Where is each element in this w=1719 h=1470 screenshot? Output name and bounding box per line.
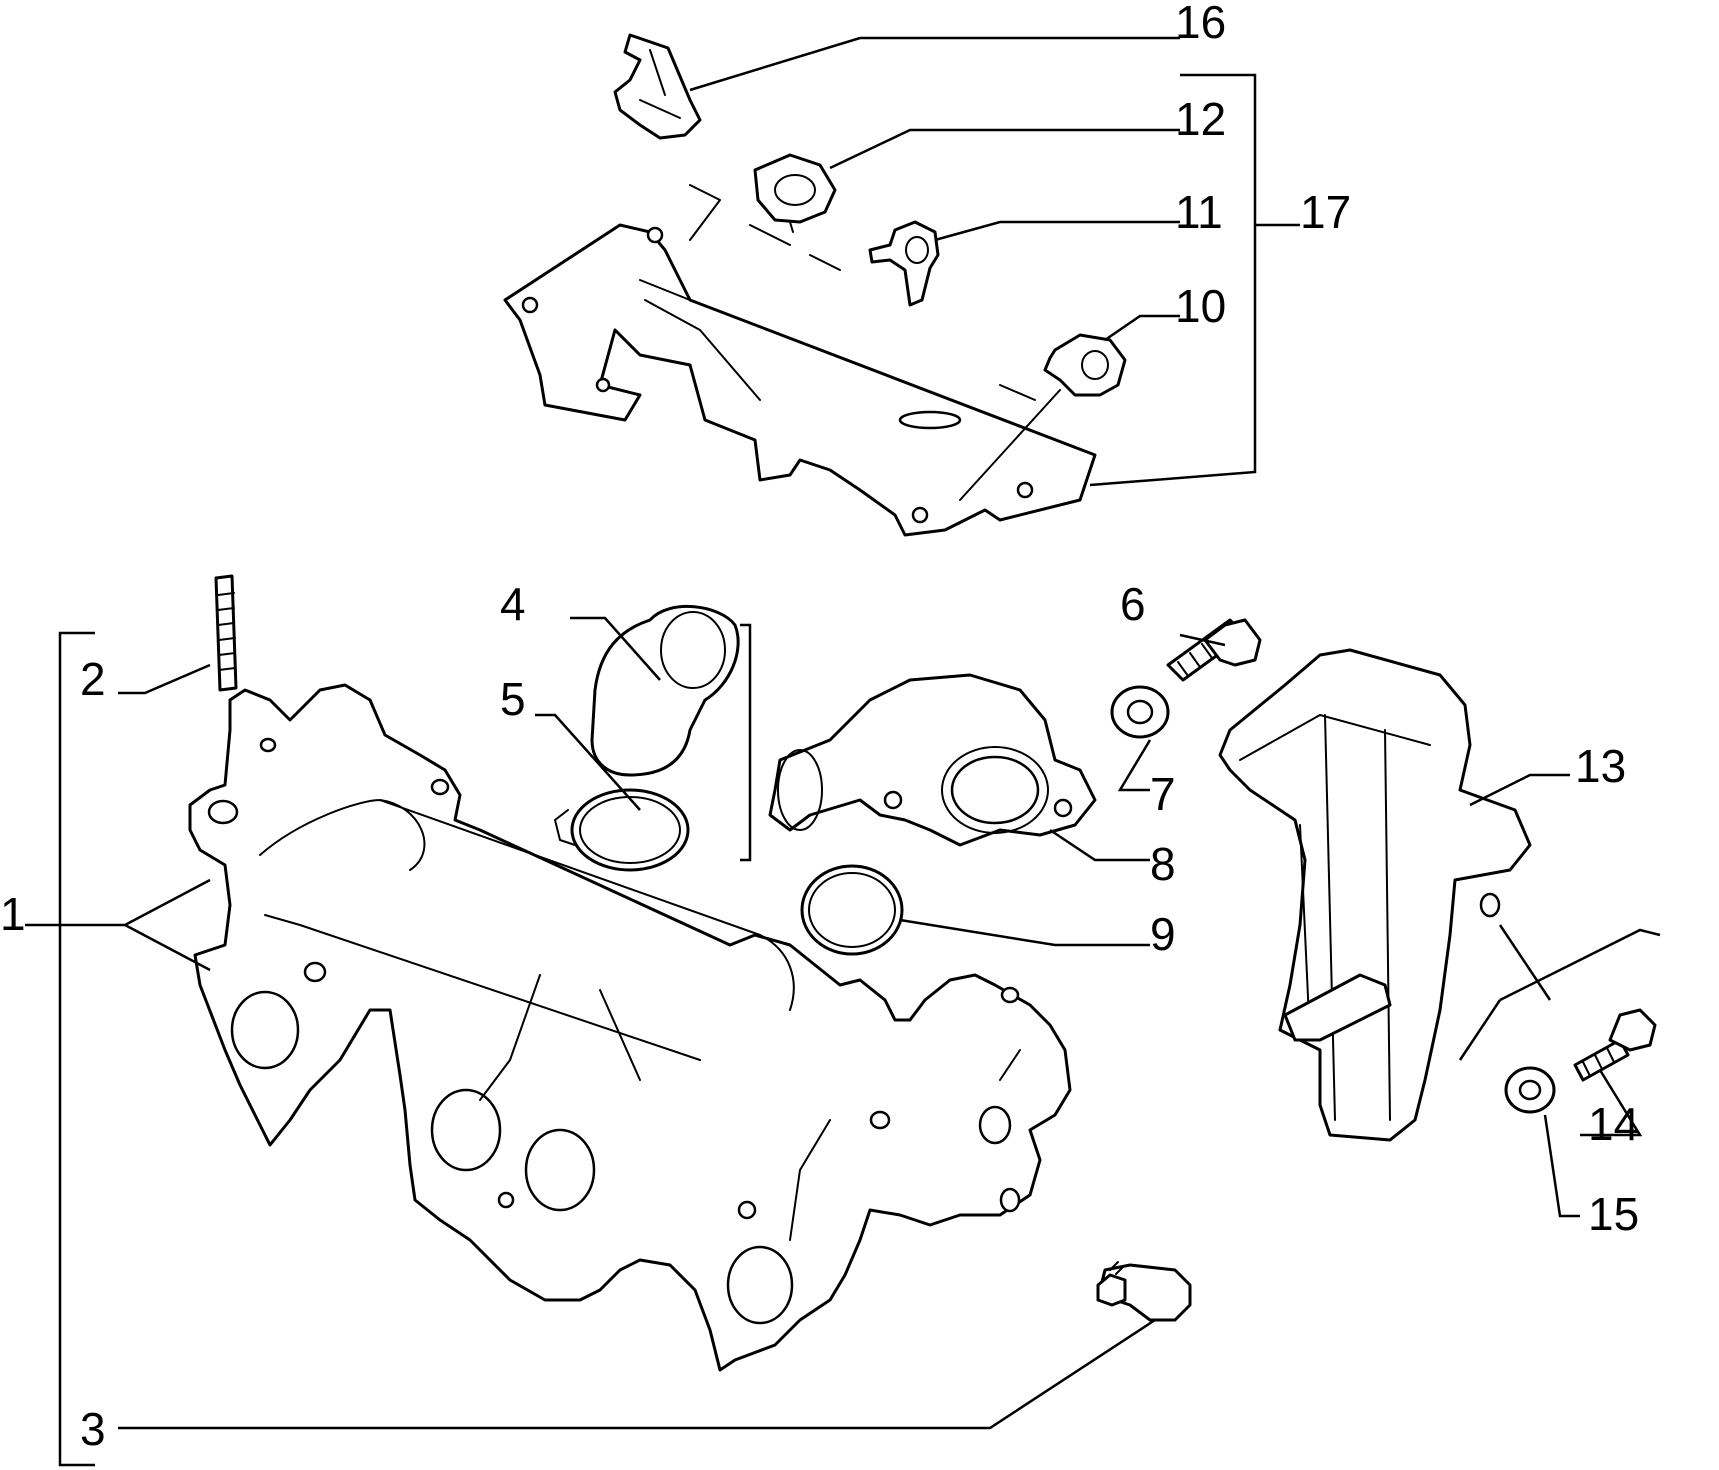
o-ring-9: [800, 864, 904, 956]
clip-12: [753, 153, 837, 233]
clip-10: [1043, 333, 1127, 397]
callout-14: 14: [1588, 1098, 1639, 1150]
thermostat-housing-8: [768, 673, 1097, 847]
callout-8: 8: [1150, 838, 1176, 890]
callout-12: 12: [1175, 93, 1226, 145]
hose-4: [590, 604, 740, 777]
washer-7: [1110, 685, 1170, 739]
intake-manifold: [188, 683, 1072, 1372]
callout-15: 15: [1588, 1188, 1639, 1240]
callout-2: 2: [80, 653, 106, 705]
callout-11: 11: [1175, 186, 1223, 238]
callout-3: 3: [80, 1403, 106, 1455]
stud-2: [214, 574, 238, 692]
callout-17: 17: [1300, 186, 1351, 238]
clamp-5: [554, 788, 690, 872]
callout-7: 7: [1150, 768, 1176, 820]
callout-9: 9: [1150, 908, 1176, 960]
fitting-3: [1096, 1261, 1192, 1322]
leader-lines: [25, 36, 1661, 1467]
callout-10: 10: [1175, 280, 1226, 332]
clip-11: [868, 220, 940, 307]
heat-shield-13: [1218, 648, 1532, 1142]
callout-4: 4: [500, 578, 526, 630]
callout-1: 1: [0, 888, 26, 940]
clip-16: [613, 33, 702, 140]
callout-6: 6: [1120, 578, 1146, 630]
bolt-14: [1573, 1008, 1657, 1082]
washer-15: [1504, 1066, 1556, 1114]
callout-5: 5: [500, 673, 526, 725]
callout-13: 13: [1575, 740, 1626, 792]
callout-16: 16: [1175, 0, 1226, 48]
support-bracket: [503, 184, 1097, 537]
bolt-6: [1166, 618, 1262, 682]
callout-labels: 1 2 3 4 5 6 7 8 9 10 11 12 13 14 15 16 1…: [0, 0, 1639, 1455]
